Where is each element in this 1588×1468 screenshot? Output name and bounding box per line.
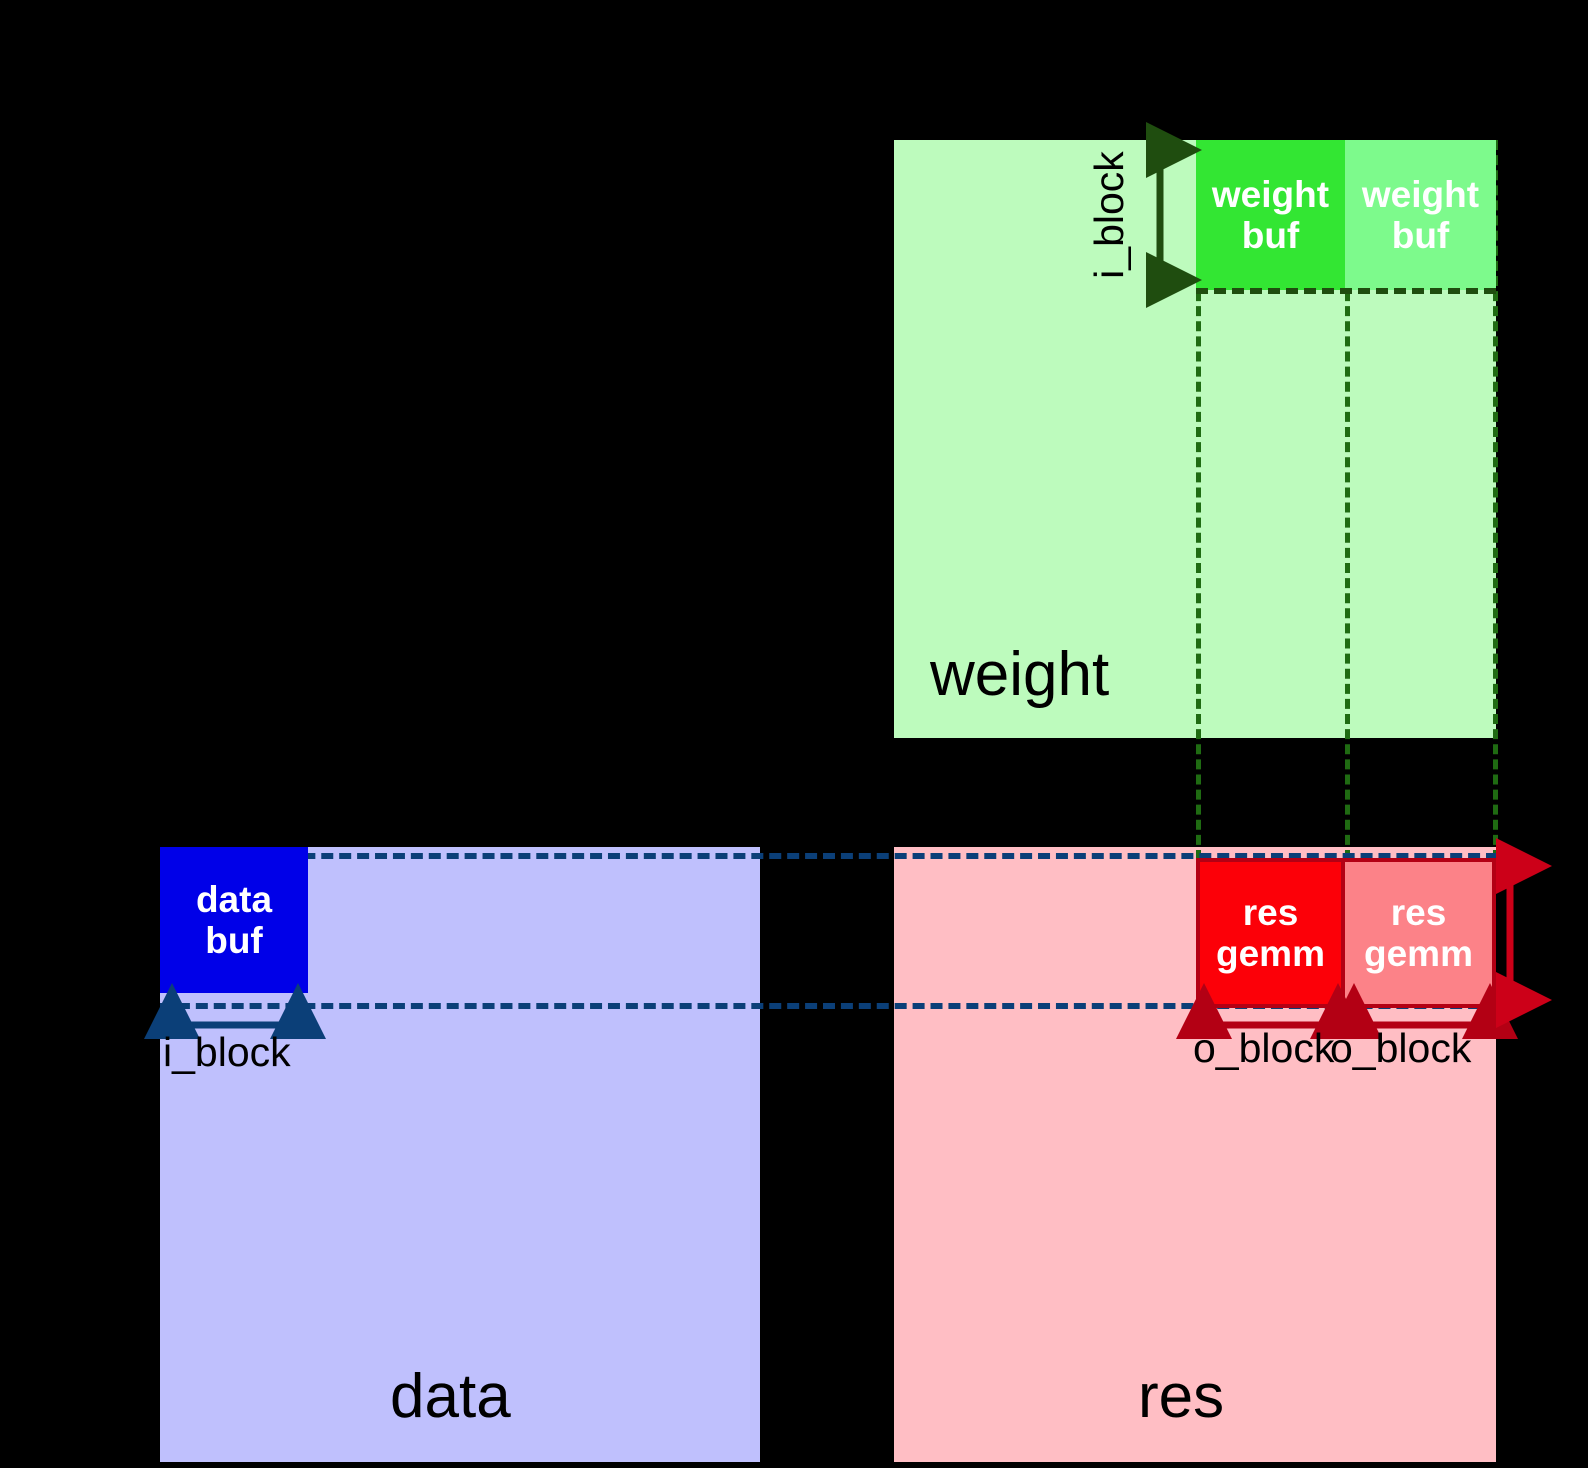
guide-line-weight-buf-bottom [1196,288,1496,294]
weight-buf-block-1: weight buf [1196,140,1345,290]
res-gemm-1-line1: res [1242,891,1299,933]
guide-line-row-top [160,853,1498,859]
guide-line-row-bottom [160,1003,1498,1009]
weight-buf-2-line1: weight [1361,173,1480,215]
res-gemm-1-line2: gemm [1216,933,1325,974]
res-gemm-block-1: res gemm [1196,858,1345,1008]
iblock-vertical-label: i_block [1085,151,1132,279]
weight-buf-block-2: weight buf [1345,140,1496,290]
weight-matrix-label: weight [930,640,1110,709]
data-buf-block: data buf [160,847,308,993]
iblock-horizontal-label: i_block [163,1029,291,1075]
data-matrix-label: data [390,1362,511,1431]
oblock-label-1: o_block [1193,1025,1335,1071]
iblock-vertical-arrow [1146,122,1202,308]
res-gemm-block-2: res gemm [1345,858,1496,1008]
weight-buf-1-line2: buf [1241,215,1300,256]
oblock-arrow-1 [1176,983,1366,1039]
res-matrix-label: res [1138,1362,1225,1431]
res-gemm-2-line1: res [1390,891,1447,933]
oblock-label-2: o_block [1330,1025,1472,1071]
iblock-horizontal-arrow [144,983,326,1039]
data-buf-line1: data [195,878,273,920]
guide-line-weight-col-right [1493,140,1498,860]
weight-buf-1-line1: weight [1211,173,1330,215]
data-buf-line2: buf [205,920,263,961]
guide-line-weight-col-mid [1345,140,1350,860]
weight-buf-2-line2: buf [1391,215,1450,256]
res-gemm-height-arrow [1496,838,1552,1028]
guide-line-weight-col-left [1196,140,1201,860]
res-gemm-2-line2: gemm [1364,933,1473,974]
oblock-arrow-2 [1326,983,1518,1039]
